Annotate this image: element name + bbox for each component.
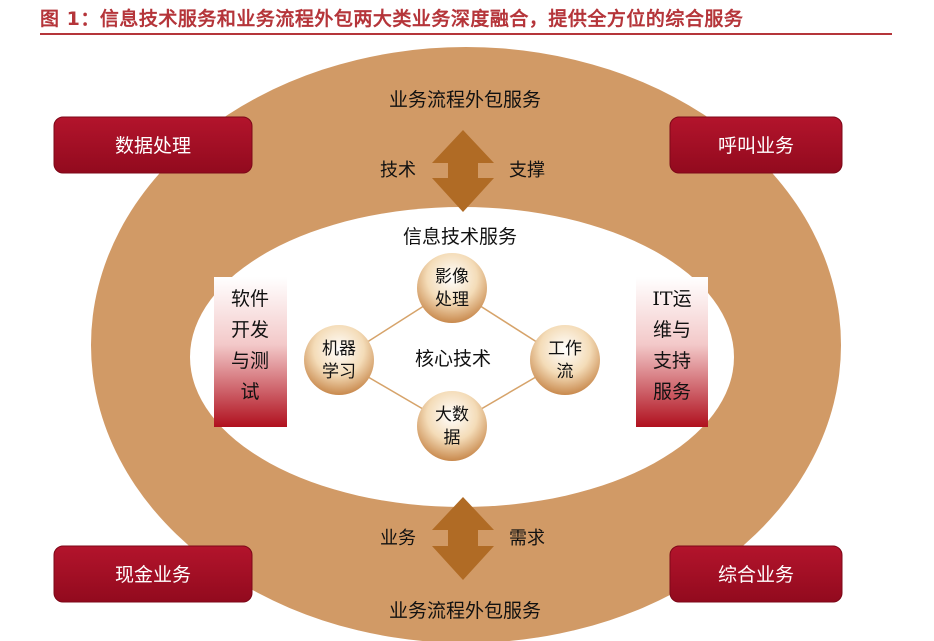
box-data-processing: 数据处理 [53, 116, 253, 174]
outer-top-label: 业务流程外包服务 [389, 89, 541, 111]
side-bar-left-line3: 与测 [231, 350, 269, 372]
side-bar-it-ops: IT运 维与 支持 服务 [636, 277, 708, 427]
box-cash-service: 现金业务 [53, 545, 253, 603]
box-call-service: 呼叫业务 [669, 116, 843, 174]
top-double-arrow [432, 130, 494, 212]
box-integrated-service: 综合业务 [669, 545, 843, 603]
side-bar-left-line4: 试 [240, 381, 259, 403]
node-image-processing: 影像 处理 [417, 253, 487, 323]
node-image-processing-line2: 处理 [435, 290, 469, 310]
node-image-processing-line1: 影像 [435, 267, 469, 287]
side-bar-software-dev: 软件 开发 与测 试 [214, 277, 287, 427]
figure-title: 图 1：信息技术服务和业务流程外包两大类业务深度融合，提供全方位的综合服务 [40, 8, 744, 30]
side-bar-left-line2: 开发 [231, 319, 269, 341]
side-bar-right-line3: 支持 [653, 350, 691, 372]
inner-ellipse [190, 207, 734, 507]
side-bar-left-line1: 软件 [231, 288, 269, 310]
node-big-data-line2: 据 [444, 428, 461, 448]
box-call-service-label: 呼叫业务 [718, 135, 794, 157]
title-underline [40, 33, 892, 35]
side-bar-right-line2: 维与 [653, 319, 691, 341]
arrow-bottom-right-label: 需求 [509, 528, 545, 549]
node-big-data-line1: 大数 [435, 405, 469, 425]
node-machine-learning-line1: 机器 [322, 339, 356, 359]
box-cash-service-label: 现金业务 [115, 564, 191, 586]
arrow-top-left-label: 技术 [380, 160, 416, 181]
node-workflow-line2: 流 [557, 362, 574, 382]
inner-title: 信息技术服务 [403, 226, 517, 248]
node-workflow: 工作 流 [530, 325, 600, 395]
box-data-processing-label: 数据处理 [115, 135, 191, 157]
arrow-bottom-left-label: 业务 [380, 528, 416, 549]
side-bar-right-line1: IT运 [652, 288, 691, 310]
side-bar-right-line4: 服务 [653, 381, 691, 403]
node-machine-learning: 机器 学习 [304, 325, 374, 395]
outer-bottom-label: 业务流程外包服务 [389, 600, 541, 622]
core-technology-label: 核心技术 [415, 348, 491, 370]
node-machine-learning-line2: 学习 [322, 362, 356, 382]
box-integrated-service-label: 综合业务 [718, 564, 794, 586]
node-workflow-line1: 工作 [548, 339, 582, 359]
node-big-data: 大数 据 [417, 391, 487, 461]
arrow-top-right-label: 支撑 [509, 160, 545, 181]
bottom-double-arrow [432, 497, 494, 580]
